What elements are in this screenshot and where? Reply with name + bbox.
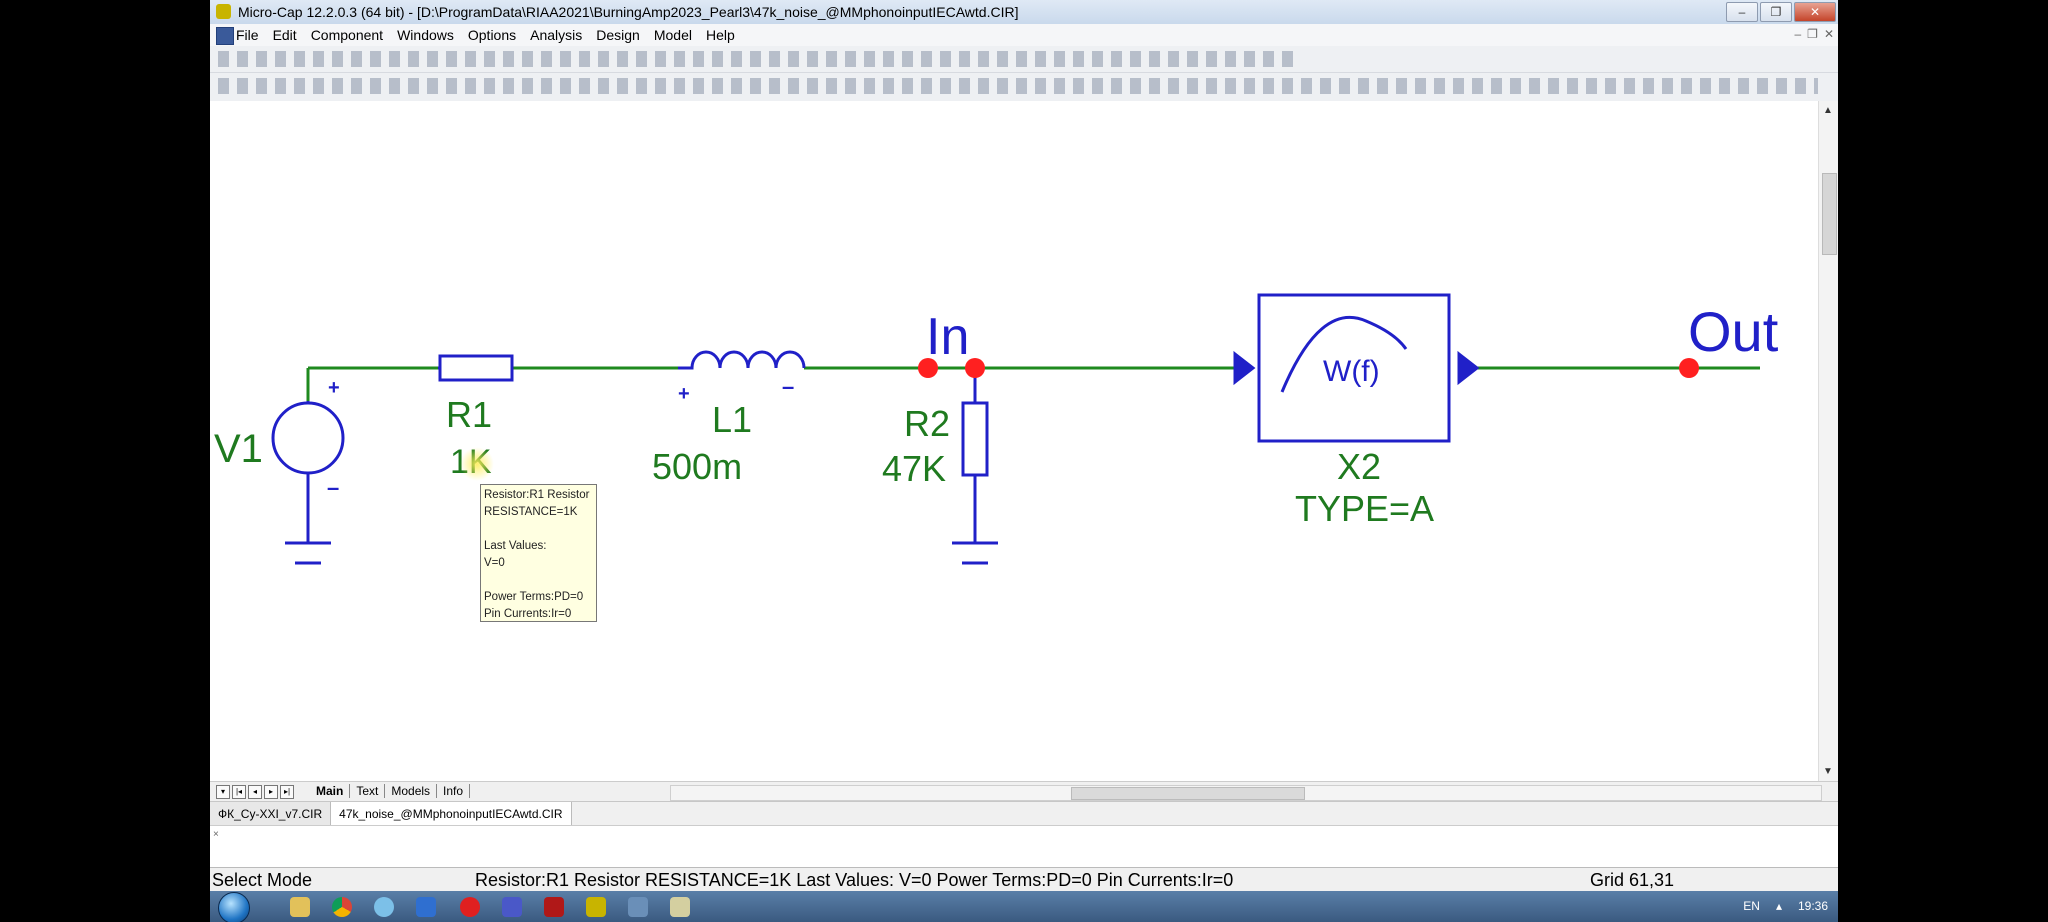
- doc-tab-47k-noise[interactable]: 47k_noise_@MMphonoinputIECAwtd.CIR: [331, 802, 572, 826]
- tooltip-line-2: RESISTANCE=1K: [484, 506, 578, 518]
- vertical-scrollbar[interactable]: ▲ ▼: [1818, 101, 1838, 781]
- window-app-icon[interactable]: [628, 897, 648, 917]
- l1-value: 500m: [652, 446, 742, 487]
- chrome-icon[interactable]: [332, 897, 352, 917]
- toolbar-icons[interactable]: [218, 51, 1298, 67]
- mdi-minimize-icon[interactable]: –: [1794, 27, 1802, 41]
- doc-tab-fk[interactable]: ФК_Су-XXI_v7.CIR: [210, 802, 332, 826]
- horizontal-scrollbar[interactable]: [670, 785, 1822, 801]
- node-in-label: In: [926, 308, 969, 366]
- page-next-icon[interactable]: ▸: [264, 785, 278, 799]
- close-button[interactable]: ✕: [1794, 2, 1836, 22]
- resistor-r2[interactable]: [952, 368, 998, 565]
- close-panel-icon[interactable]: ×: [213, 829, 219, 840]
- minimize-button[interactable]: –: [1726, 2, 1758, 22]
- schematic-toolbar: [210, 73, 1838, 102]
- page-menu-icon[interactable]: ▾: [216, 785, 230, 799]
- v1-plus-sign: +: [328, 377, 340, 399]
- l1-plus-sign: +: [678, 383, 690, 405]
- opera-icon[interactable]: [460, 897, 480, 917]
- status-info: Resistor:R1 Resistor RESISTANCE=1K Last …: [475, 870, 1234, 890]
- menu-design[interactable]: Design: [596, 27, 640, 43]
- page-tab-bar: ▾ |◂ ◂ ▸ ▸| Main Text Models Info: [210, 781, 1838, 802]
- wires: [306, 366, 1760, 401]
- window-title: Micro-Cap 12.2.0.3 (64 bit) - [D:\Progra…: [238, 4, 1019, 20]
- schematic-canvas[interactable]: + – V1 R1 1K + – L1 500m: [210, 101, 1818, 781]
- resistor-r1[interactable]: [438, 354, 514, 382]
- x2-type: TYPE=A: [1295, 488, 1434, 529]
- menu-component[interactable]: Component: [310, 27, 384, 43]
- app-icon-blue[interactable]: [416, 897, 436, 917]
- document-icon[interactable]: [216, 27, 234, 45]
- v1-label: V1: [214, 427, 263, 471]
- function-block-x2[interactable]: [1233, 293, 1480, 443]
- menu-edit[interactable]: Edit: [272, 27, 297, 43]
- horizontal-scroll-thumb[interactable]: [1071, 787, 1305, 800]
- page-first-icon[interactable]: |◂: [232, 785, 246, 799]
- microcap-icon[interactable]: [586, 897, 606, 917]
- component-tooltip: Resistor:R1 Resistor RESISTANCE=1K Last …: [480, 484, 597, 622]
- tab-main[interactable]: Main: [310, 784, 351, 798]
- command-area[interactable]: ×: [210, 825, 1838, 868]
- scroll-up-icon[interactable]: ▲: [1823, 105, 1833, 116]
- r1-label: R1: [446, 394, 492, 435]
- menu-options[interactable]: Options: [467, 27, 517, 43]
- status-grid: Grid 61,31: [1590, 870, 1675, 890]
- voltage-source-v1[interactable]: [271, 401, 345, 565]
- taskbar: EN ▴ 19:36: [210, 891, 1838, 922]
- clock[interactable]: 19:36: [1797, 899, 1828, 913]
- inductor-l1[interactable]: [678, 350, 806, 370]
- tooltip-line-6: Pin Currents:Ir=0: [484, 608, 572, 620]
- tooltip-line-5: Power Terms:PD=0: [484, 591, 584, 603]
- r2-label: R2: [904, 403, 950, 444]
- node-out-label: Out: [1688, 300, 1779, 363]
- menu-analysis[interactable]: Analysis: [530, 27, 583, 43]
- r2-value: 47K: [882, 448, 946, 489]
- page-last-icon[interactable]: ▸|: [280, 785, 294, 799]
- menu-windows[interactable]: Windows: [397, 27, 454, 43]
- document-tabs: ФК_Су-XXI_v7.CIR 47k_noise_@MMphonoinput…: [210, 801, 1838, 826]
- app-icon: [216, 4, 231, 19]
- tab-models[interactable]: Models: [385, 784, 438, 798]
- start-button[interactable]: [218, 892, 250, 922]
- block-function-label: W(f): [1323, 355, 1380, 388]
- menu-file[interactable]: File: [236, 27, 259, 43]
- mdi-restore-icon[interactable]: ❐: [1807, 27, 1818, 41]
- menu-model[interactable]: Model: [653, 27, 692, 43]
- status-mode: Select Mode: [212, 870, 313, 890]
- language-indicator[interactable]: EN: [1743, 899, 1760, 913]
- node-marker-in-2[interactable]: [965, 358, 985, 378]
- v1-minus-sign: –: [327, 475, 339, 500]
- maximize-button[interactable]: ❐: [1760, 2, 1792, 22]
- tooltip-line-1: Resistor:R1 Resistor: [484, 489, 590, 501]
- menu-help[interactable]: Help: [706, 27, 735, 43]
- tooltip-line-4: V=0: [484, 557, 505, 569]
- tray-arrow-icon[interactable]: ▴: [1775, 899, 1782, 913]
- menu-bar: File Edit Component Windows Options Anal…: [210, 24, 1838, 47]
- schematic-toolbar-icons[interactable]: [218, 78, 1818, 94]
- node-marker-in-1[interactable]: [918, 358, 938, 378]
- pdf-icon[interactable]: [544, 897, 564, 917]
- app-window: Micro-Cap 12.2.0.3 (64 bit) - [D:\Progra…: [210, 0, 1838, 922]
- save-app-icon[interactable]: [502, 897, 522, 917]
- tab-info[interactable]: Info: [437, 784, 471, 798]
- scroll-down-icon[interactable]: ▼: [1823, 766, 1833, 777]
- page-prev-icon[interactable]: ◂: [248, 785, 262, 799]
- tab-text[interactable]: Text: [350, 784, 386, 798]
- mdi-close-icon[interactable]: ✕: [1823, 27, 1834, 41]
- l1-minus-sign: –: [782, 374, 794, 399]
- vertical-scroll-thumb[interactable]: [1822, 173, 1837, 255]
- x2-label: X2: [1337, 446, 1381, 487]
- tool-app-icon[interactable]: [670, 897, 690, 917]
- node-marker-out[interactable]: [1679, 358, 1699, 378]
- tooltip-line-3: Last Values:: [484, 540, 547, 552]
- explorer-icon[interactable]: [290, 897, 310, 917]
- title-bar: Micro-Cap 12.2.0.3 (64 bit) - [D:\Progra…: [210, 0, 1838, 25]
- browser-icon[interactable]: [374, 897, 394, 917]
- cursor-highlight: [460, 447, 494, 481]
- status-bar: Select Mode Resistor:R1 Resistor RESISTA…: [210, 867, 1838, 892]
- l1-label: L1: [712, 399, 752, 440]
- main-toolbar: [210, 46, 1838, 73]
